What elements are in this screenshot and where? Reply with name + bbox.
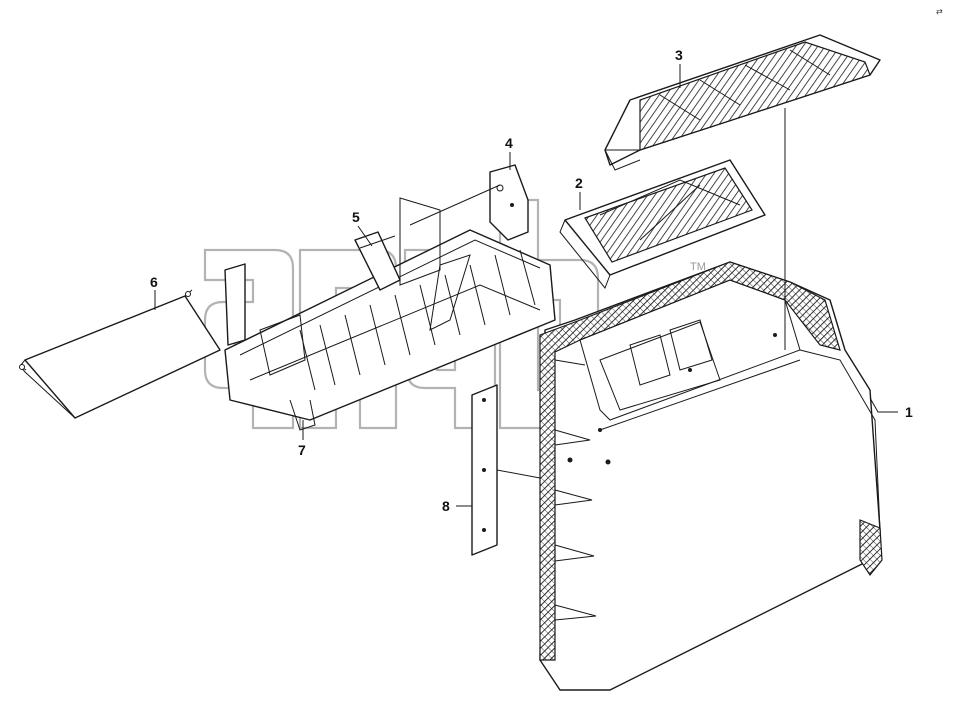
part-5-rod-bracket: [354, 184, 501, 291]
leader-lines: [154, 64, 898, 507]
callout-8: 8: [442, 498, 450, 514]
corner-mark: ⇄: [936, 7, 943, 16]
part-8-plate: [471, 384, 498, 556]
part-4-bracket: [489, 164, 529, 241]
part-2-filter: [559, 159, 766, 289]
callout-2: 2: [575, 175, 583, 191]
callout-6: 6: [150, 274, 158, 290]
callout-7: 7: [298, 442, 306, 458]
part-1-housing: [539, 261, 883, 691]
part-6-flap: [19, 263, 246, 419]
part-3-filter-frame: [604, 34, 881, 171]
callout-4: 4: [505, 135, 513, 151]
callout-3: 3: [675, 47, 683, 63]
callout-1: 1: [905, 404, 913, 420]
callout-5: 5: [352, 209, 360, 225]
watermark-trademark: TM: [690, 261, 706, 273]
part-7-tray: [224, 197, 556, 431]
